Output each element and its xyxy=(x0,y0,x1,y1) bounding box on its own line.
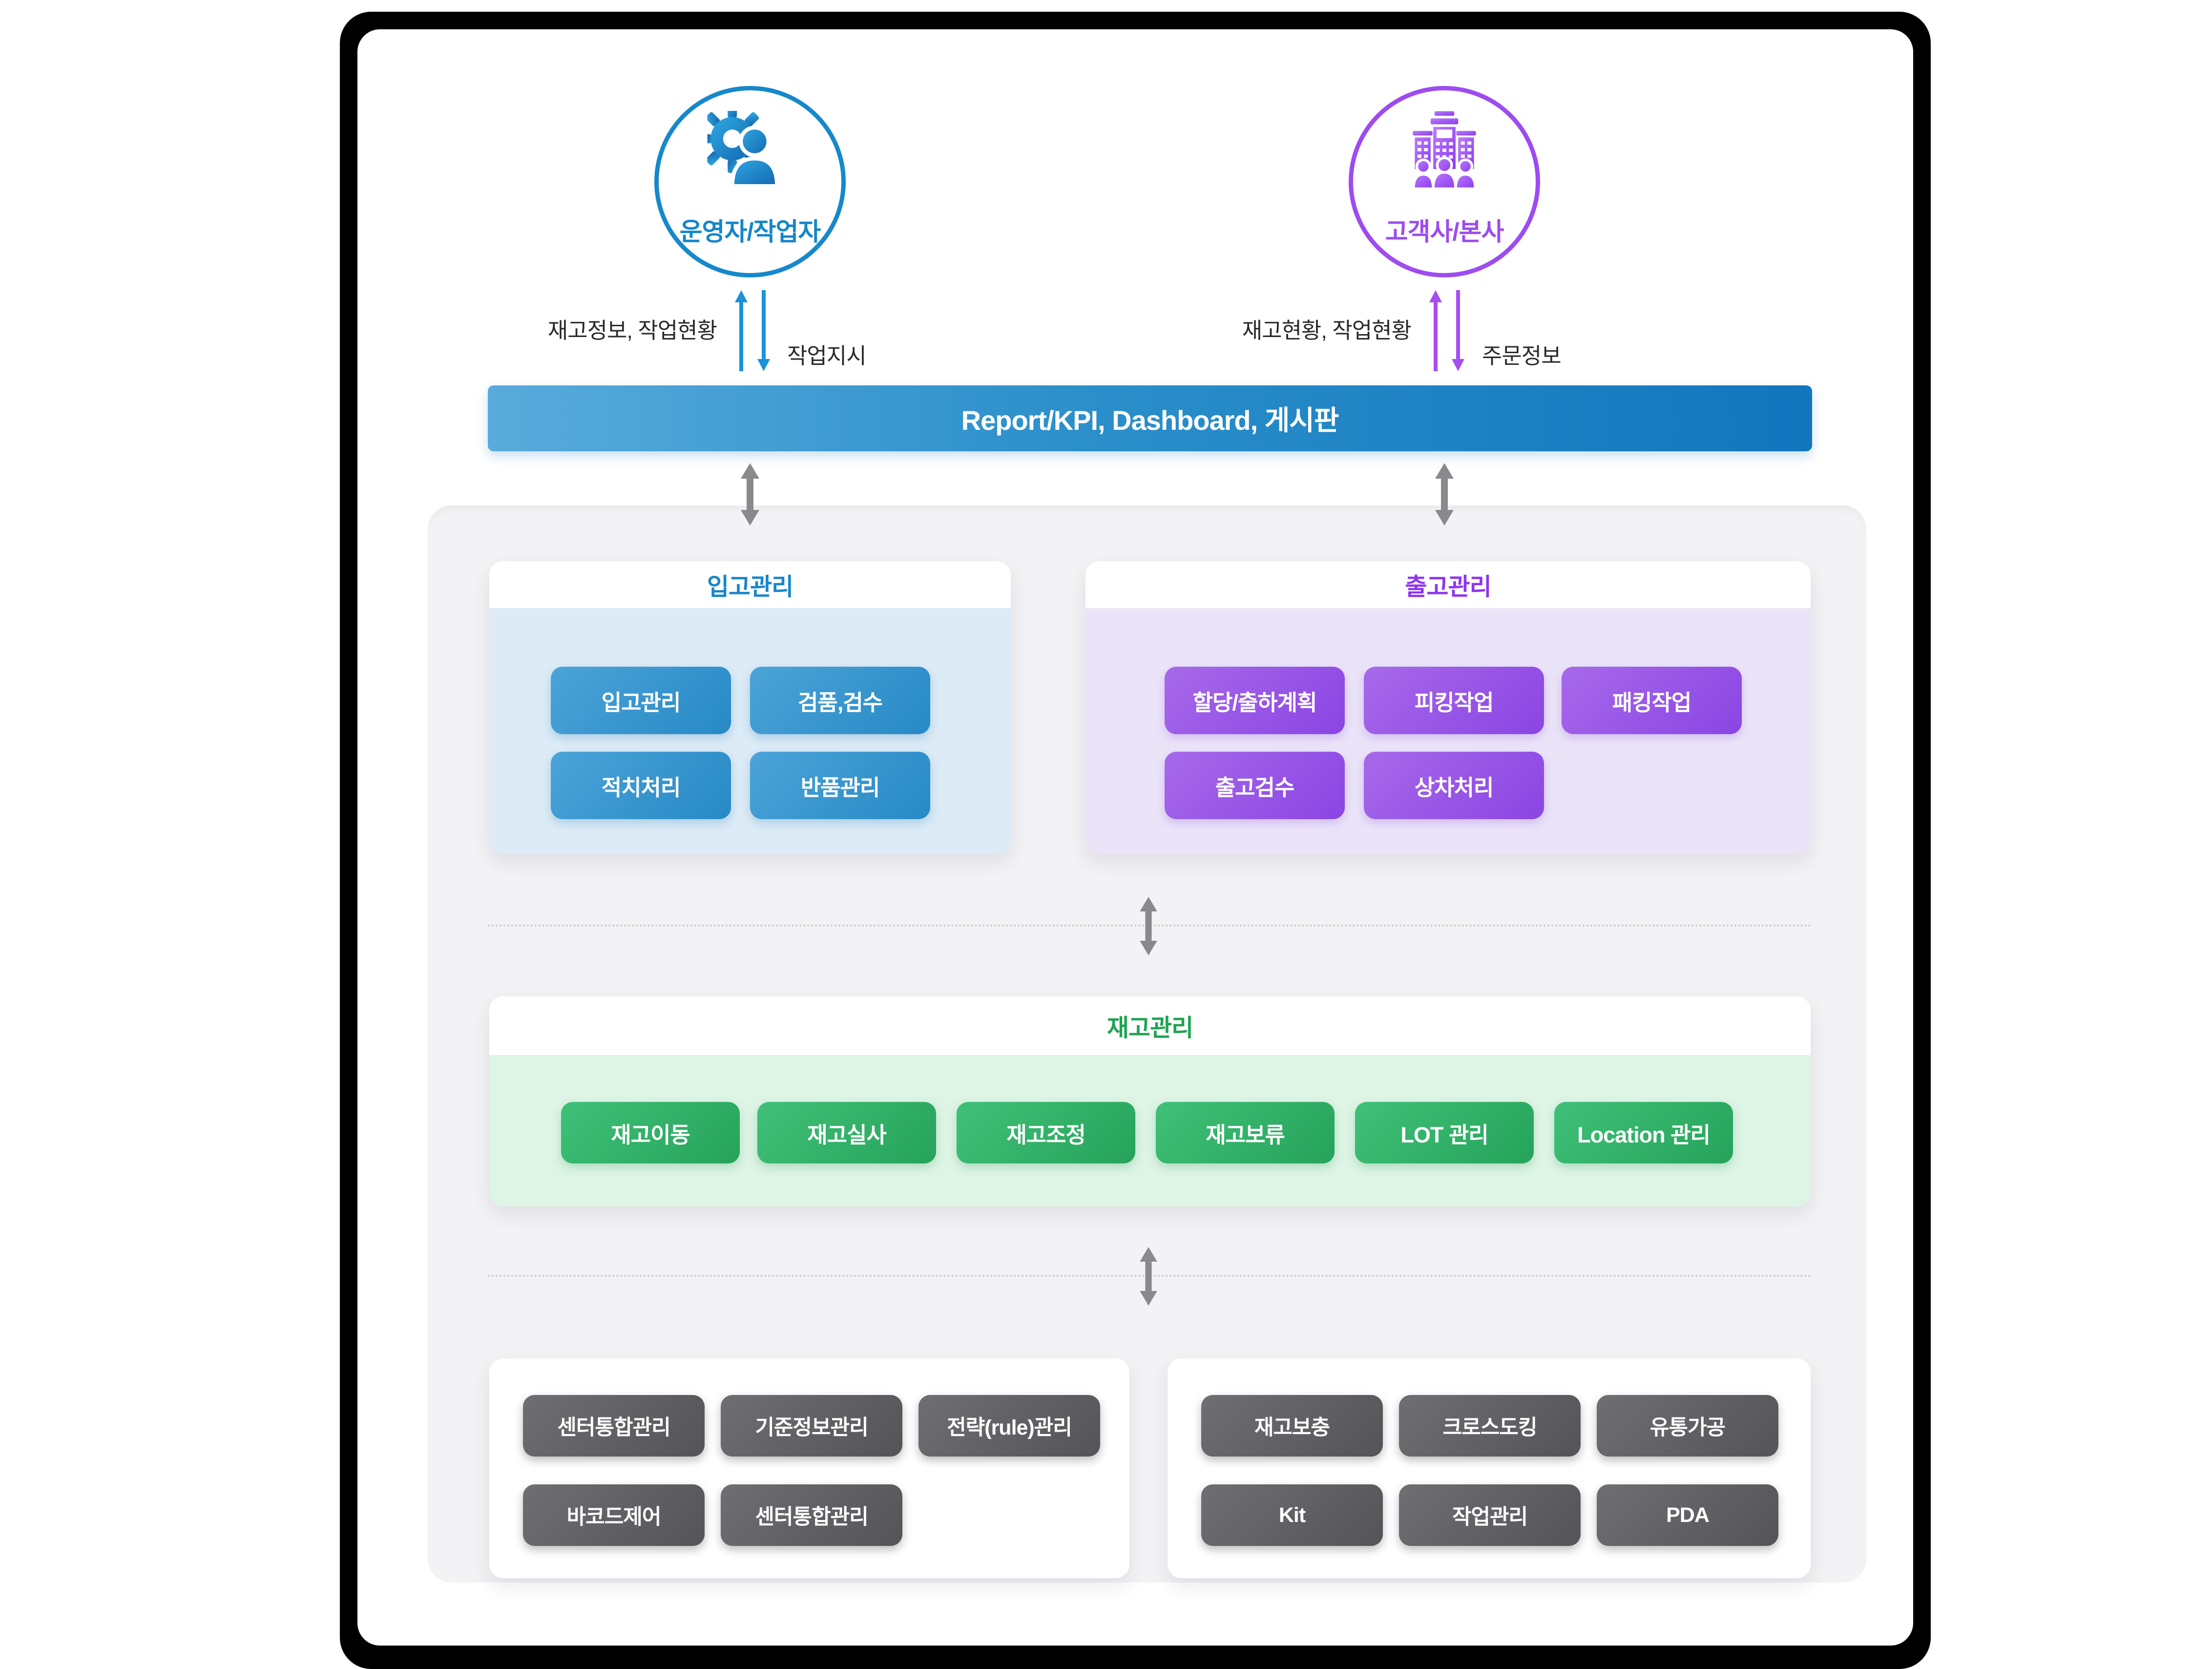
section-outbound-title: 출고관리 xyxy=(1085,561,1811,608)
module-chip: 재고보충 xyxy=(1201,1395,1383,1457)
double-arrow-icon xyxy=(741,463,759,526)
section-inbound: 입고관리 입고관리 검품,검수 적치처리 반품관리 xyxy=(489,561,1011,854)
module-chip: 바코드제어 xyxy=(523,1484,705,1546)
customer-up-flow-label: 재고현황, 작업현황 xyxy=(1242,318,1412,343)
report-kpi-bar: Report/KPI, Dashboard, 게시판 xyxy=(488,385,1812,451)
double-arrow-icon xyxy=(1140,897,1157,955)
section-system-right: 재고보충 크로스도킹 유통가공 Kit 작업관리 PDA xyxy=(1168,1358,1811,1578)
module-chip: 전략(rule)관리 xyxy=(918,1395,1100,1457)
module-chip: 재고조정 xyxy=(957,1102,1135,1163)
double-arrow-icon xyxy=(1435,463,1454,526)
section-inbound-title: 입고관리 xyxy=(489,561,1011,608)
module-chip: 재고보류 xyxy=(1156,1102,1335,1163)
actor-customer: 고객사/본사 xyxy=(1349,86,1540,277)
operator-up-flow-label: 재고정보, 작업현황 xyxy=(547,318,717,343)
module-chip: PDA xyxy=(1597,1484,1778,1546)
customer-down-flow-label: 주문정보 xyxy=(1482,343,1562,368)
module-chip: 적치처리 xyxy=(551,752,731,819)
module-chip: 패킹작업 xyxy=(1562,667,1742,734)
operator-down-arrow-icon xyxy=(757,290,770,371)
module-chip: 피킹작업 xyxy=(1364,667,1544,734)
customer-down-arrow-icon xyxy=(1452,290,1464,371)
actor-operator: 운영자/작업자 xyxy=(654,86,846,277)
module-chip: 할당/출하계획 xyxy=(1165,667,1345,734)
module-chip: Kit xyxy=(1201,1484,1383,1546)
module-chip: LOT 관리 xyxy=(1355,1102,1534,1163)
section-inventory: 재고관리 재고이동 재고실사 재고조정 재고보류 LOT 관리 Location… xyxy=(489,996,1811,1206)
module-chip: 상차처리 xyxy=(1364,752,1544,819)
operator-up-arrow-icon xyxy=(735,290,748,371)
double-arrow-icon xyxy=(1140,1247,1157,1306)
customer-up-arrow-icon xyxy=(1429,290,1442,371)
operator-down-flow-label: 작업지시 xyxy=(787,343,867,368)
module-chip: 기준정보관리 xyxy=(721,1395,902,1457)
section-system-left: 센터통합관리 기준정보관리 전략(rule)관리 바코드제어 센터통합관리 xyxy=(489,1358,1129,1578)
module-chip: 재고이동 xyxy=(561,1102,740,1163)
module-chip: 재고실사 xyxy=(757,1102,936,1163)
gear-people-icon xyxy=(698,105,793,191)
buildings-people-icon xyxy=(1402,111,1487,191)
module-chip: 검품,검수 xyxy=(750,667,930,734)
section-outbound: 출고관리 할당/출하계획 피킹작업 패킹작업 출고검수 상차처리 xyxy=(1085,561,1811,854)
module-chip: 센터통합관리 xyxy=(721,1484,902,1546)
module-chip: 반품관리 xyxy=(750,752,930,819)
actor-customer-label: 고객사/본사 xyxy=(1385,218,1504,246)
report-kpi-bar-label: Report/KPI, Dashboard, 게시판 xyxy=(961,405,1339,436)
module-chip: 입고관리 xyxy=(551,667,731,734)
module-chip: 출고검수 xyxy=(1165,752,1345,819)
module-chip: 유통가공 xyxy=(1597,1395,1778,1457)
actor-operator-label: 운영자/작업자 xyxy=(679,218,821,246)
section-inventory-title: 재고관리 xyxy=(489,996,1811,1055)
module-chip: Location 관리 xyxy=(1554,1102,1733,1163)
module-chip: 크로스도킹 xyxy=(1399,1395,1581,1457)
module-chip: 작업관리 xyxy=(1399,1484,1581,1546)
module-chip: 센터통합관리 xyxy=(523,1395,705,1457)
